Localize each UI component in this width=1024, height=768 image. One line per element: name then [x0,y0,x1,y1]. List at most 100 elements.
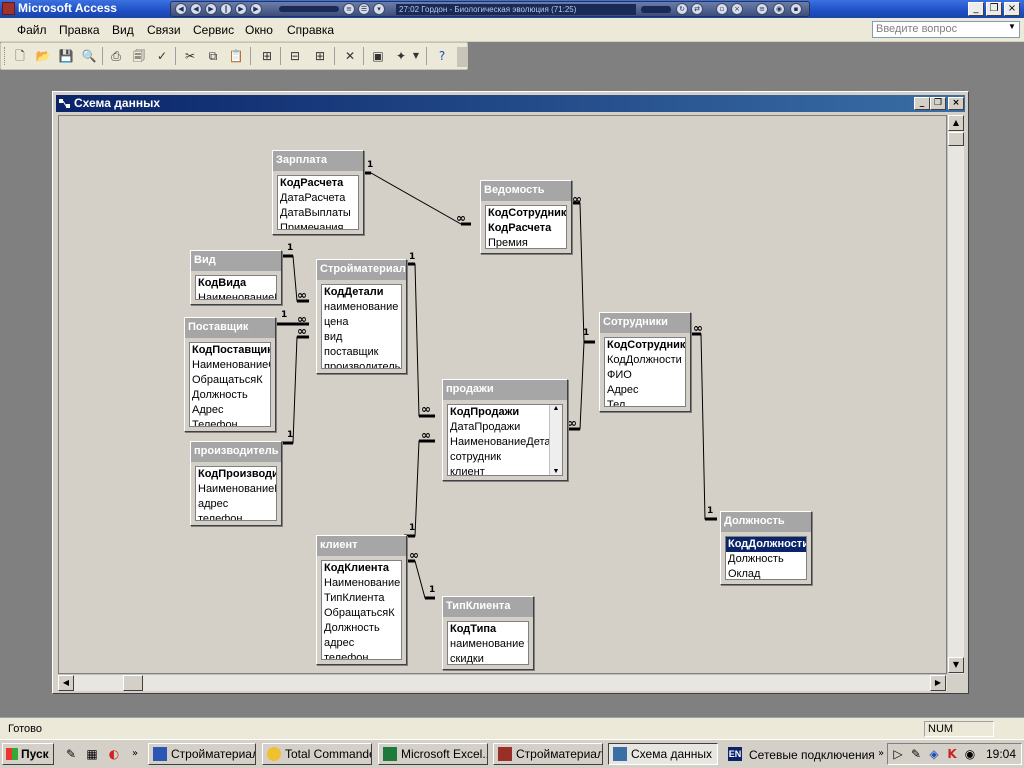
media-shuffle-icon[interactable]: ⇄ [691,3,703,15]
field-item[interactable]: Премия [488,237,528,249]
cut-icon[interactable]: ✂ [184,49,196,63]
table-title[interactable]: Вид [191,251,281,271]
draw-tray-icon[interactable]: ✎ [910,747,922,761]
field-item[interactable]: ОбращатьсяК [192,374,263,386]
child-restore-button[interactable]: ❐ [930,97,946,110]
table-title[interactable]: производитель [191,442,281,462]
field-item[interactable]: поставщик [324,346,379,358]
table-title[interactable]: ТипКлиента [443,597,533,617]
menu-window[interactable]: Окно [245,23,273,37]
field-item[interactable]: вид [324,331,343,343]
scroll-down-icon[interactable]: ▼ [948,657,964,673]
field-item[interactable]: Тел [607,399,626,407]
field-list[interactable]: КодКлиентаНаименованиеКлиентаТипКлиентаО… [321,560,402,660]
field-item[interactable]: Адрес [192,404,224,416]
child-close-button[interactable]: × [948,97,964,110]
help-icon[interactable]: ? [438,49,446,63]
media-player-bar[interactable]: ◀ ◀ ▶ ‖ ▶ ▶ ≡ ☰ ▾ 27:02 Гордон - Биологи… [170,1,810,17]
field-item[interactable]: ДатаПродажи [450,421,521,433]
media-app-icon[interactable]: ◉ [773,3,785,15]
copy-icon[interactable]: ⧉ [208,49,218,63]
toolbar-more-icon[interactable]: » [877,748,885,759]
chevron-down-icon[interactable]: ▼ [412,51,420,60]
field-item[interactable]: производитель [324,361,401,369]
quicklaunch-tools-icon[interactable]: ✎ [65,747,77,761]
field-item[interactable]: клиент [450,466,485,476]
field-item[interactable]: ДатаВыплаты [280,207,351,219]
field-item[interactable]: Примечания [280,222,344,230]
toolbar-grip[interactable] [4,47,7,65]
save-icon[interactable]: 💾 [58,49,74,63]
table-title[interactable]: Поставщик [185,318,275,338]
media-seek-bar[interactable] [641,6,671,13]
field-item[interactable]: КодВида [198,277,247,289]
network-tray-icon[interactable]: ◈ [929,747,939,761]
horizontal-scroll-thumb[interactable] [123,675,143,691]
help-question-input[interactable]: Введите вопрос [872,21,1020,38]
table-8[interactable]: производительКодПроизводителяНаименовани… [190,441,282,526]
field-item[interactable]: КодСотрудника [607,339,685,351]
task-button-word[interactable]: Стройматериалы... [148,743,256,765]
menu-file[interactable]: Файл [17,23,47,37]
media-forward-icon[interactable]: ▶ [235,3,247,15]
field-item[interactable]: НаименованиеОрганизации [192,359,270,371]
app-title-bar[interactable]: Microsoft Access ◀ ◀ ▶ ‖ ▶ ▶ ≡ ☰ ▾ 27:02… [0,0,1024,18]
media-close-icon[interactable]: × [731,3,743,15]
field-item[interactable]: Адрес [607,384,639,396]
field-item[interactable]: НаименованиеВида [198,292,276,300]
menu-relationships[interactable]: Связи [147,23,181,37]
table-title[interactable]: Ведомость [481,181,571,201]
scroll-up-icon[interactable]: ▲ [948,115,964,131]
task-button-total-commander[interactable]: Total Commander... [262,743,372,765]
field-item[interactable]: телефон [198,513,243,521]
task-button-excel[interactable]: Microsoft Excel... [378,743,488,765]
field-item[interactable]: КодСотрудника [488,207,566,219]
volume-tray-icon[interactable]: ◉ [964,747,976,761]
show-direct-icon[interactable]: ⊟ [289,49,301,63]
field-item[interactable]: НаименованиеПроизводителя [198,483,276,495]
antivirus-tray-icon[interactable]: K [947,747,957,761]
start-button[interactable]: Пуск [2,743,54,765]
field-item[interactable]: сотрудник [450,451,502,463]
app-restore-button[interactable]: ❐ [986,2,1002,16]
media-prev-icon[interactable]: ◀ [175,3,187,15]
relationships-window-title-bar[interactable]: Схема данных _ ❐ × [56,95,965,112]
field-item[interactable]: КодПроизводителя [198,468,276,480]
database-window-icon[interactable]: ▣ [372,49,384,63]
field-item[interactable]: телефон [324,652,369,660]
field-item[interactable]: ФИО [607,369,632,381]
media-repeat-icon[interactable]: ↻ [676,3,688,15]
media-playlist-icon[interactable]: ☰ [358,3,370,15]
field-item[interactable]: цена [324,316,349,328]
spelling-icon[interactable]: ✓ [156,49,168,63]
toolbar-options-icon[interactable] [457,47,467,67]
menu-help[interactable]: Справка [287,23,335,37]
media-grip-icon[interactable]: ▪ [790,3,802,15]
table-5[interactable]: ПоставщикКодПоставщикаНаименованиеОргани… [184,317,276,432]
field-item[interactable]: скидки [450,653,484,665]
field-item[interactable]: КодРасчета [488,222,552,234]
field-item[interactable]: Оклад [728,568,761,580]
field-list[interactable]: КодВидаНаименованиеВида [195,275,277,300]
field-item[interactable]: адрес [324,637,355,649]
child-minimize-button[interactable]: _ [914,97,930,110]
network-connections-label[interactable]: Сетевые подключения [749,748,875,762]
quicklaunch-more-icon[interactable]: » [131,748,139,759]
open-icon[interactable]: 📂 [35,49,51,63]
media-options-icon[interactable]: ▾ [373,3,385,15]
menu-tools[interactable]: Сервис [193,23,235,37]
field-item[interactable]: КодРасчета [280,177,344,189]
scroll-left-icon[interactable]: ◀ [58,675,74,691]
